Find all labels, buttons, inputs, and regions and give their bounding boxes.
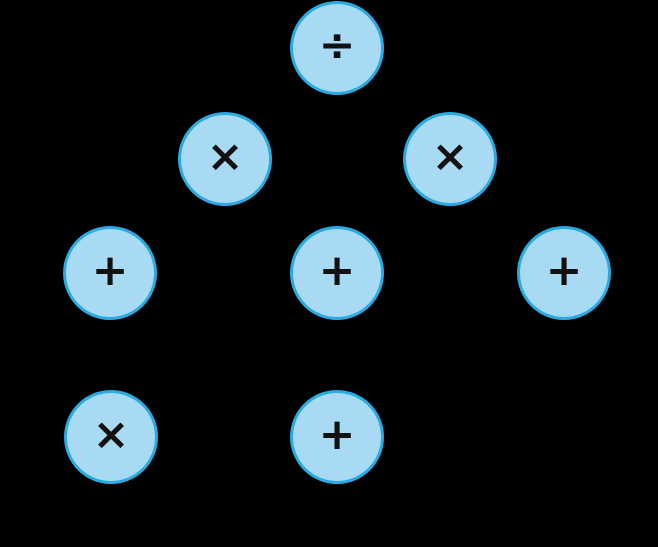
operator-symbol: + — [318, 245, 356, 296]
operator-symbol: + — [318, 409, 356, 460]
operator-symbol: + — [545, 245, 583, 296]
tree-node-l3-middle: + — [290, 226, 384, 320]
tree-node-root: ÷ — [290, 1, 384, 95]
tree-node-l3-right: + — [517, 226, 611, 320]
operator-symbol: ÷ — [318, 20, 356, 71]
tree-node-l4-middle: + — [290, 390, 384, 484]
tree-node-l2-left: × — [178, 112, 272, 206]
operator-symbol: × — [431, 131, 469, 182]
tree-node-l2-right: × — [403, 112, 497, 206]
operator-symbol: × — [92, 409, 130, 460]
tree-node-l4-left: × — [64, 390, 158, 484]
operator-symbol: + — [91, 245, 129, 296]
tree-node-l3-left: + — [63, 226, 157, 320]
operator-symbol: × — [206, 131, 244, 182]
